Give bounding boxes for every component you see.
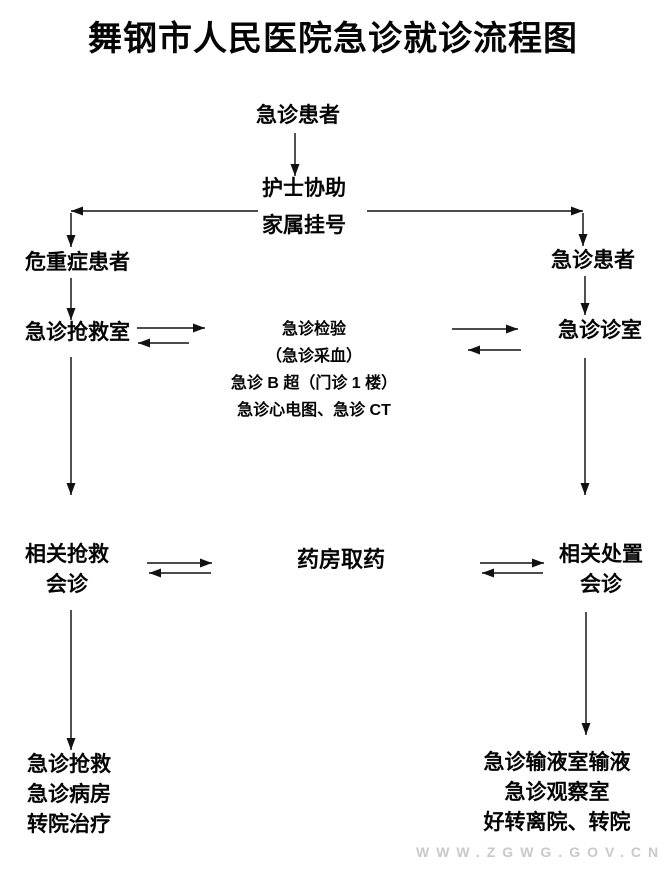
exam-line-4: 急诊心电图、急诊 CT: [237, 402, 391, 419]
node-pharmacy: 药房取药: [296, 547, 386, 572]
right-outcome-line2: 急诊观察室: [504, 781, 610, 804]
right-outcome-line3: 好转离院、转院: [483, 811, 631, 834]
right-outcome-line1: 急诊输液室输液: [483, 751, 631, 774]
page-title: 舞钢市人民医院急诊就诊流程图: [88, 20, 578, 58]
rescue-consult-line2: 会诊: [46, 573, 88, 596]
treatment-consult-line2: 会诊: [580, 573, 622, 596]
node-emergency-patient-right: 急诊患者: [551, 249, 635, 272]
node-rescue-room: 急诊抢救室: [25, 321, 130, 344]
treatment-consult-line1: 相关处置: [559, 543, 643, 566]
left-outcome-line1: 急诊抢救: [27, 753, 111, 776]
node-triage-line1: 护士协助: [262, 177, 346, 200]
left-outcome-line2: 急诊病房: [27, 783, 111, 806]
exam-line-3: 急诊 B 超（门诊 1 楼）: [230, 375, 398, 392]
node-consult-room: 急诊诊室: [558, 319, 642, 342]
node-right-outcome: 急诊输液室输液 急诊观察室 好转离院、转院: [484, 748, 631, 838]
node-treatment-consult: 相关处置 会诊: [559, 540, 643, 600]
node-left-outcome: 急诊抢救 急诊病房 转院治疗: [27, 750, 111, 840]
node-critical-patient: 危重症患者: [25, 251, 130, 274]
node-exam-center: 急诊检验 （急诊采血） 急诊 B 超（门诊 1 楼） 急诊心电图、急诊 CT: [231, 322, 397, 419]
rescue-consult-line1: 相关抢救: [25, 543, 109, 566]
exam-line-1: 急诊检验: [281, 321, 346, 338]
node-rescue-consult: 相关抢救 会诊: [25, 540, 109, 600]
node-emergency-patient-top: 急诊患者: [256, 104, 340, 127]
left-outcome-line3: 转院治疗: [27, 813, 111, 836]
exam-line-2: （急诊采血）: [265, 348, 362, 365]
watermark: WWW.ZGWG.GOV.CN: [416, 844, 666, 860]
node-triage-line2: 家属挂号: [262, 214, 346, 237]
